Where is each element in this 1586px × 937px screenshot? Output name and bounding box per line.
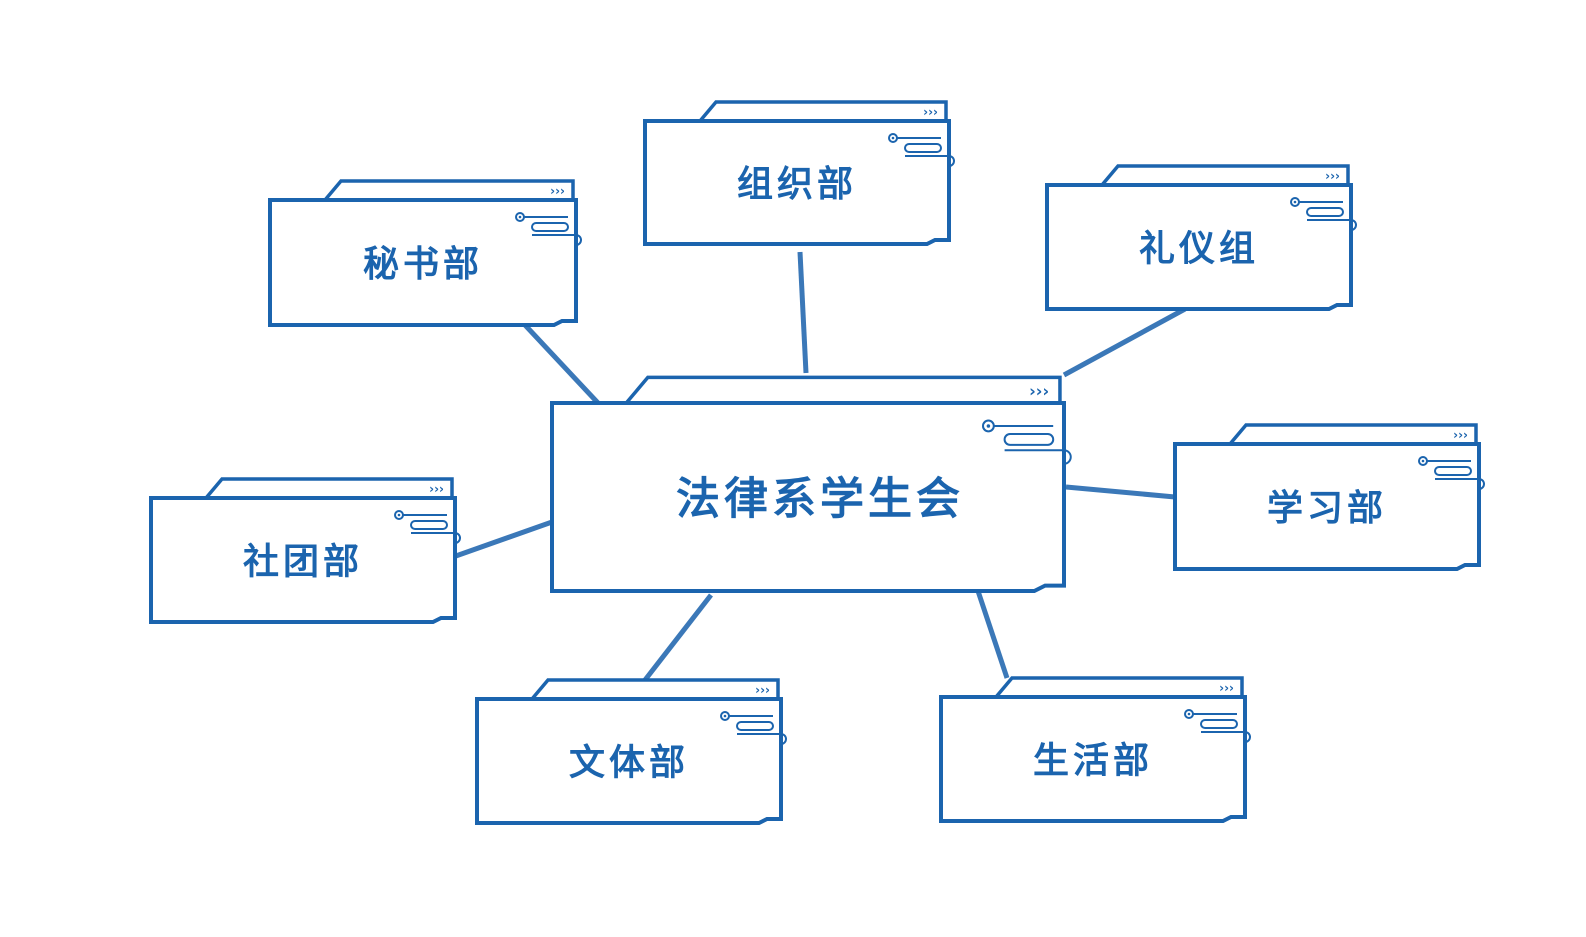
node-clubs: ››› 社团部 [149, 477, 461, 624]
node-label-secretariat: 秘书部 [363, 244, 483, 285]
node-study: ››› 学习部 [1173, 423, 1485, 571]
node-label-clubs: 社团部 [243, 542, 363, 583]
node-tab [1228, 423, 1478, 446]
center-label: 法律系学生会 [676, 474, 964, 525]
chevrons-icon: ››› [923, 105, 938, 119]
node-body [475, 697, 783, 825]
node-secretariat: ››› 秘书部 [268, 179, 582, 327]
node-life: ››› 生活部 [939, 676, 1251, 823]
circuit-icon [515, 212, 582, 246]
node-body [268, 198, 578, 327]
node-tab [1100, 164, 1350, 187]
node-body [1045, 183, 1353, 311]
circuit-icon [982, 419, 1072, 465]
connector-life [975, 590, 1010, 679]
node-label-life: 生活部 [1033, 741, 1153, 782]
chevrons-icon: ››› [429, 482, 444, 496]
node-tab [698, 100, 948, 123]
node-body [1173, 442, 1481, 571]
connector-secretariat [523, 323, 600, 405]
connector-clubs [452, 519, 553, 560]
node-etiquette: ››› 礼仪组 [1045, 164, 1357, 311]
node-body [149, 496, 457, 624]
node-tab [994, 676, 1244, 699]
node-label-organization: 组织部 [737, 164, 857, 205]
node-body [643, 119, 951, 246]
center-node: ››› 法律系学生会 [550, 375, 1072, 593]
node-tab [204, 477, 454, 500]
node-label-sports-culture: 文体部 [569, 743, 689, 784]
circuit-icon [394, 510, 461, 544]
chevrons-icon: ››› [755, 683, 770, 697]
node-organization: ››› 组织部 [643, 100, 955, 246]
chevrons-icon: ››› [1325, 169, 1340, 183]
chevrons-icon: ››› [1219, 681, 1234, 695]
node-tab [530, 678, 780, 701]
node-body [939, 695, 1247, 823]
connector-etiquette [1062, 306, 1187, 378]
connector-study [1065, 484, 1176, 500]
connector-lines [452, 251, 1187, 682]
circuit-icon [1184, 709, 1251, 743]
chevrons-icon: ››› [550, 184, 565, 198]
node-tab [624, 375, 1062, 405]
node-sports-culture: ››› 文体部 [475, 678, 787, 825]
node-label-study: 学习部 [1267, 487, 1387, 529]
department-nodes: ››› 秘书部 ››› 组织部 ››› 礼仪组 ››› 学习部 ››› 生活部 ››› 文体部 ››› 社… [149, 100, 1485, 825]
circuit-icon [1418, 456, 1485, 490]
circuit-icon [720, 711, 787, 745]
connector-sports-culture [643, 593, 713, 682]
circuit-icon [888, 133, 955, 167]
connector-organization [797, 251, 809, 374]
chevrons-icon: ››› [1029, 381, 1049, 400]
node-body [550, 401, 1066, 593]
circuit-icon [1290, 197, 1357, 231]
node-label-etiquette: 礼仪组 [1139, 229, 1259, 270]
chevrons-icon: ››› [1453, 428, 1468, 442]
node-tab [323, 179, 575, 202]
